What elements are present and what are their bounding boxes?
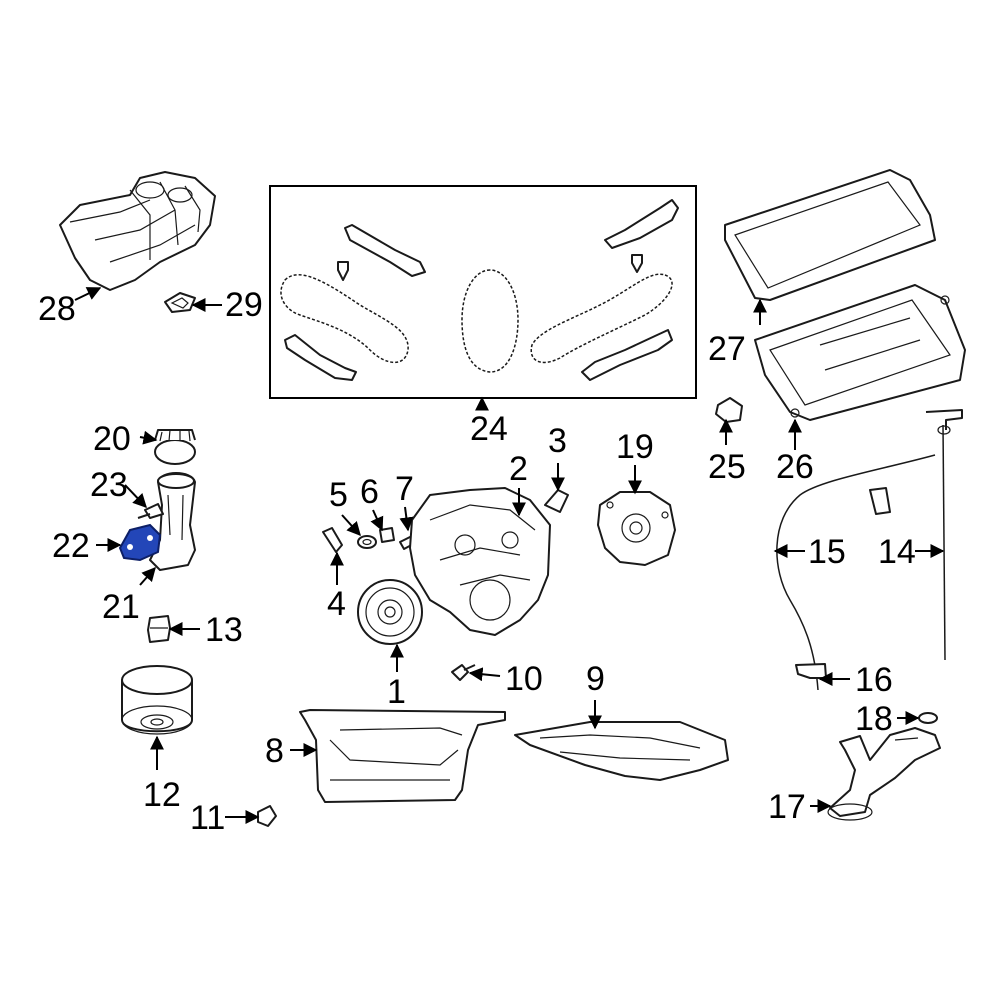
- callout-15[interactable]: 15: [808, 533, 846, 571]
- callout-25[interactable]: 25: [708, 448, 746, 486]
- timing-chain-kit-frame: [269, 185, 697, 399]
- callout-8[interactable]: 8: [265, 732, 284, 770]
- oil-filler-tube[interactable]: [149, 472, 196, 571]
- valve-cover[interactable]: [754, 284, 966, 421]
- callout-26[interactable]: 26: [776, 448, 814, 486]
- oil-pan[interactable]: [299, 709, 506, 803]
- callout-10[interactable]: 10: [505, 660, 543, 698]
- timing-cover[interactable]: [409, 487, 551, 636]
- callout-11[interactable]: 11: [190, 799, 225, 837]
- callout-14[interactable]: 14: [878, 533, 916, 571]
- crankshaft-damper[interactable]: [357, 579, 423, 645]
- oil-filler-cap[interactable]: [154, 429, 196, 465]
- windage-tray[interactable]: [514, 721, 729, 781]
- callout-1[interactable]: 1: [387, 673, 406, 711]
- oil-dipstick[interactable]: [925, 409, 963, 661]
- drain-plug[interactable]: [257, 805, 277, 827]
- oil-pickup-tube[interactable]: [827, 727, 941, 821]
- callout-9[interactable]: 9: [586, 660, 605, 698]
- oil-pressure-sender[interactable]: [147, 615, 171, 643]
- callout-labels: 28 29 24 27 26 25 20 23 22 21 13 12 11 8…: [38, 286, 916, 837]
- position-sensor[interactable]: [544, 489, 569, 513]
- oil-pump[interactable]: [597, 491, 676, 566]
- callout-7[interactable]: 7: [395, 470, 414, 508]
- grommet-clip[interactable]: [715, 397, 743, 423]
- oil-filter[interactable]: [121, 665, 193, 735]
- callout-13[interactable]: 13: [205, 611, 243, 649]
- callout-5[interactable]: 5: [329, 476, 348, 514]
- cover-seal[interactable]: [322, 527, 343, 553]
- callout-16[interactable]: 16: [855, 661, 893, 699]
- callout-29[interactable]: 29: [225, 286, 263, 324]
- callout-23[interactable]: 23: [90, 466, 128, 504]
- callout-27[interactable]: 27: [708, 330, 746, 368]
- callout-22[interactable]: 22: [52, 527, 90, 565]
- callout-3[interactable]: 3: [548, 422, 567, 460]
- callout-17[interactable]: 17: [768, 788, 806, 826]
- valve-cover-gasket[interactable]: [724, 169, 936, 301]
- intake-gasket[interactable]: [164, 292, 196, 313]
- tube-bracket[interactable]: [795, 663, 827, 679]
- callout-19[interactable]: 19: [616, 428, 654, 466]
- callout-20[interactable]: 20: [93, 420, 131, 458]
- dipstick-tube[interactable]: [776, 454, 936, 691]
- o-ring[interactable]: [357, 535, 377, 549]
- callout-6[interactable]: 6: [360, 473, 379, 511]
- leader-lines: [74, 287, 945, 824]
- pickup-seal[interactable]: [918, 712, 938, 724]
- callout-24[interactable]: 24: [470, 410, 508, 448]
- callout-4[interactable]: 4: [327, 585, 346, 623]
- callout-2[interactable]: 2: [509, 450, 528, 488]
- plug[interactable]: [379, 527, 395, 543]
- callout-18[interactable]: 18: [855, 700, 893, 738]
- callout-12[interactable]: 12: [143, 776, 181, 814]
- filler-tube-bolt[interactable]: [137, 503, 164, 519]
- intake-manifold[interactable]: [59, 171, 216, 291]
- filler-tube-gasket[interactable]: [118, 523, 162, 562]
- callout-28[interactable]: 28: [38, 290, 76, 328]
- callout-21[interactable]: 21: [102, 588, 140, 626]
